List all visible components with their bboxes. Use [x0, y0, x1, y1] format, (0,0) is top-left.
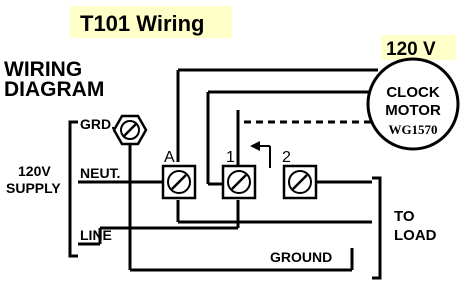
voltage-label: 120 V	[386, 39, 436, 60]
motor-line2: MOTOR	[385, 102, 441, 119]
terminal-label-1: 1	[226, 149, 235, 166]
terminal-a	[161, 164, 197, 200]
motor-model: WG1570	[388, 122, 437, 137]
load-bracket	[372, 176, 382, 280]
clock-motor	[366, 57, 460, 151]
motor-line1: CLOCK	[386, 84, 439, 101]
heading-line1: WIRING	[4, 58, 82, 81]
label-line: LINE	[80, 227, 112, 243]
heading-line2: DIAGRAM	[4, 78, 104, 101]
voltage-badge	[381, 35, 456, 60]
label-ground: GROUND	[270, 249, 332, 265]
terminal-1	[221, 164, 257, 200]
load-line1: TO	[394, 208, 415, 225]
terminal-2	[282, 164, 318, 200]
label-neut: NEUT.	[80, 165, 120, 181]
ground-screw-icon	[112, 114, 148, 146]
supply-line2: SUPPLY	[6, 180, 61, 196]
terminal-label-a: A	[164, 149, 175, 166]
supply-bracket	[68, 120, 78, 258]
load-line2: LOAD	[394, 227, 437, 244]
wires	[68, 68, 382, 280]
terminal-label-2: 2	[282, 149, 291, 166]
switch-arrow-head	[250, 141, 260, 151]
supply-line1: 120V	[18, 163, 51, 179]
title: T101 Wiring	[80, 11, 205, 36]
label-grd: GRD.	[80, 116, 115, 132]
title-badge	[70, 6, 232, 38]
